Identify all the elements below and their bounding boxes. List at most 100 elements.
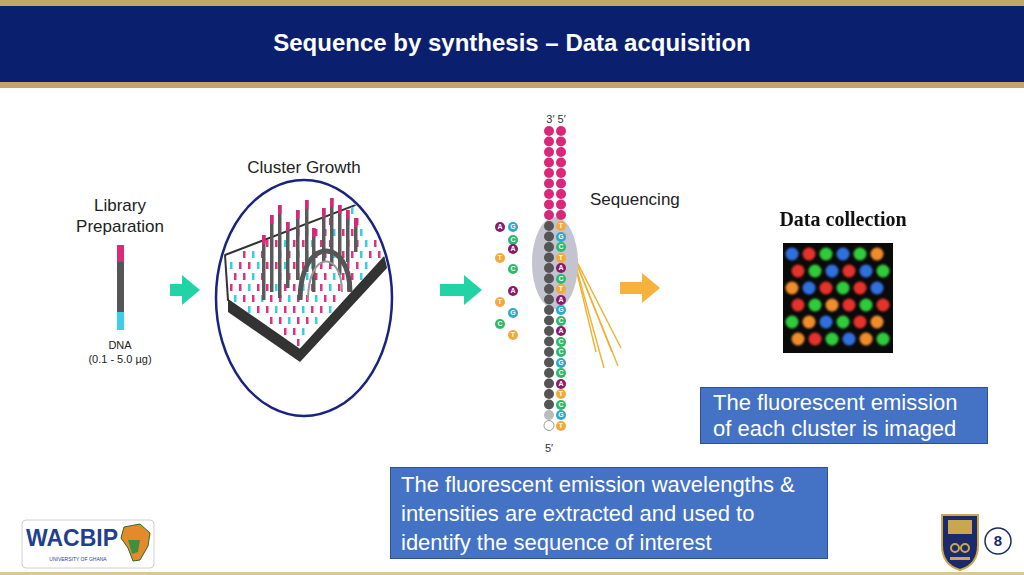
incorporated-base: A	[556, 379, 566, 389]
surface-primers	[230, 262, 233, 269]
surface-primers	[324, 273, 327, 280]
fluorescence-image	[843, 333, 856, 346]
dna-clusters	[286, 222, 290, 288]
fluorescence-image	[786, 316, 799, 329]
dna-strand	[544, 337, 554, 347]
fluorescence-image	[792, 333, 805, 346]
dna-strand	[544, 400, 554, 410]
dna-strand	[544, 347, 554, 357]
callout-text: The fluorescent emission wavelengths & i…	[401, 470, 819, 557]
free-nucleotide: A	[508, 286, 518, 296]
surface-primers	[351, 207, 354, 214]
dna-strand	[544, 158, 554, 168]
surface-primers	[333, 273, 336, 280]
incorporated-base: C	[556, 337, 566, 347]
dna-strand	[544, 421, 554, 431]
surface-primers	[374, 240, 377, 247]
dna-clusters	[338, 205, 342, 275]
surface-primers	[293, 240, 296, 247]
surface-primers	[248, 306, 251, 313]
dna-clusters	[330, 198, 334, 266]
surface-primers	[338, 284, 341, 291]
dna-strand	[544, 221, 554, 431]
dna-strand	[544, 326, 554, 336]
surface-primers	[360, 251, 363, 258]
dna-strand	[556, 210, 566, 220]
incorporated-base: A	[556, 263, 566, 273]
surface-primers	[293, 306, 296, 313]
surface-primers	[365, 240, 368, 247]
surface-primers	[239, 262, 242, 269]
fluorescence-image	[843, 265, 856, 278]
surface-primers	[297, 317, 300, 324]
surface-primers	[302, 240, 305, 247]
fluorescence-image	[871, 282, 884, 295]
incorporated-base: G	[556, 232, 566, 242]
surface-primers	[252, 295, 255, 302]
flow-arrow	[620, 282, 642, 294]
free-nucleotide: A	[495, 222, 505, 232]
free-nucleotide: G	[508, 222, 518, 232]
surface-primers	[320, 284, 323, 291]
fluorescence-image	[826, 333, 839, 346]
surface-primers	[266, 284, 269, 291]
page-number: 8	[984, 527, 1012, 555]
dna-strand	[544, 126, 566, 220]
surface-primers	[293, 284, 296, 291]
dna-clusters	[330, 198, 334, 207]
stage-heading: Library Preparation	[70, 195, 170, 237]
surface-primers	[243, 273, 246, 280]
dna-strand	[556, 126, 566, 136]
surface-primers	[248, 284, 251, 291]
fluorescence-image	[786, 248, 890, 346]
dna-clusters	[338, 205, 342, 214]
surface-primers	[243, 295, 246, 302]
free-nucleotide: T	[495, 253, 505, 263]
dna-clusters	[296, 210, 300, 280]
fluorescence-image	[826, 299, 839, 312]
fluorescence-image	[786, 282, 799, 295]
dna-strand	[556, 147, 566, 157]
node-shape	[482, 118, 620, 458]
surface-primers	[270, 317, 273, 324]
surface-primers	[360, 273, 363, 280]
incorporated-base: A	[556, 326, 566, 336]
dna-clusters	[312, 228, 316, 237]
surface-primers	[302, 306, 305, 313]
surface-primers	[270, 295, 273, 302]
incorporated-base: G	[556, 410, 566, 420]
incorporated-base: G	[556, 305, 566, 315]
surface-primers	[356, 262, 359, 269]
gold-stripe	[0, 572, 1024, 575]
dna-clusters	[278, 205, 282, 298]
dna-strand	[544, 210, 554, 220]
dna-strand	[544, 410, 554, 420]
surface-primers	[230, 284, 233, 291]
surface-primers	[275, 262, 278, 269]
surface-primers	[279, 317, 282, 324]
flow-cell-illustration	[216, 180, 400, 416]
free-nucleotide: G	[508, 308, 518, 318]
surface-primers	[266, 306, 269, 313]
surface-primers	[257, 262, 260, 269]
fluorescence-image	[820, 316, 833, 329]
surface-primers	[288, 317, 291, 324]
fluorescence-image	[809, 265, 822, 278]
dna-clusters	[354, 218, 358, 227]
dna-strand	[532, 126, 578, 431]
fluorescence-image	[837, 316, 850, 329]
fluorescence-image	[854, 282, 867, 295]
surface-primers	[311, 306, 314, 313]
surface-primers	[266, 240, 269, 247]
university-crest	[950, 557, 970, 560]
university-crest	[961, 544, 969, 552]
fluorescence-image	[826, 265, 839, 278]
gold-stripe	[0, 82, 1024, 88]
surface-primers	[243, 251, 246, 258]
surface-primers	[293, 262, 296, 269]
dna-clusters	[262, 235, 266, 244]
fluorescence-image	[871, 248, 884, 261]
surface-primers	[234, 273, 237, 280]
fluorescence-image	[792, 299, 805, 312]
